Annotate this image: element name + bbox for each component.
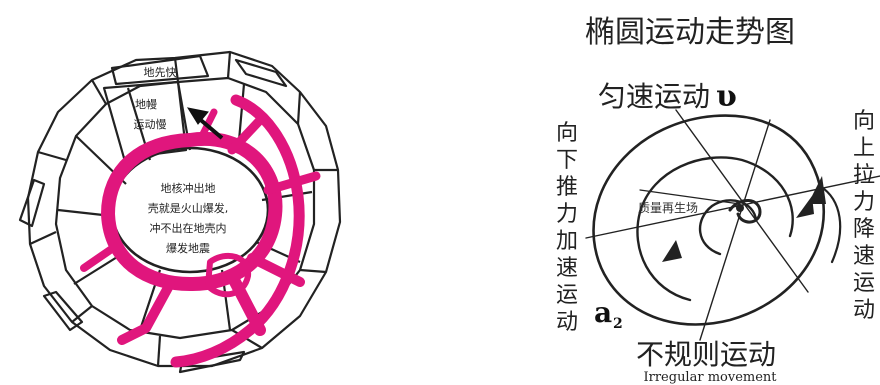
left-char: 力 (556, 202, 578, 227)
radial-divider (29, 231, 57, 245)
right-vertical-label: 向 上 拉 力 降 速 运 动 (853, 109, 875, 323)
axis-line (639, 189, 741, 205)
middle-spiral (636, 156, 794, 302)
magma-blob (205, 252, 252, 298)
left-vertical-label: 向 下 推 力 加 速 运 动 (556, 121, 578, 335)
left-char: 动 (556, 310, 578, 335)
axis-line (585, 175, 880, 239)
left-char: 下 (556, 148, 578, 173)
rim-fragment (42, 290, 84, 332)
right-char: 运 (853, 271, 875, 296)
core-text: 地核冲出地 壳就是火山爆发, 冲不出在地壳内 爆发地震 (148, 181, 229, 255)
center-label: 质量再生场 (638, 201, 698, 215)
core-line: 爆发地震 (166, 241, 210, 255)
right-char: 向 (853, 109, 875, 134)
right-char: 速 (853, 244, 875, 269)
axis-line (699, 119, 771, 341)
magma-branch (247, 253, 305, 287)
axis-line (675, 109, 809, 293)
arrowhead-icon (808, 176, 826, 204)
radial-divider (37, 150, 67, 162)
inner-divider (73, 253, 123, 285)
radial-divider (156, 335, 162, 367)
mantle-label-line2: 运动慢 (134, 118, 167, 131)
left-char: 速 (556, 256, 578, 281)
arrowhead-icon (796, 196, 814, 218)
rim-fragment (234, 58, 288, 88)
top-cell-label: 地先快 (144, 66, 177, 79)
center-dot (736, 204, 744, 212)
velocity-symbol: υ (716, 79, 737, 114)
diagram-title: 椭圆运动走势图 (585, 15, 795, 50)
right-hook (818, 184, 842, 264)
center-coil (728, 199, 762, 224)
right-char: 拉 (853, 163, 875, 188)
spiral-diagram (585, 109, 880, 341)
mantle-label-line1: 地幔 (135, 98, 157, 111)
magma-branch (117, 279, 175, 345)
accel-symbol: a (594, 296, 612, 329)
radial-divider (71, 305, 93, 323)
top-cell (110, 54, 210, 86)
mantle-cell (102, 80, 188, 160)
left-char: 向 (556, 121, 578, 146)
top-label: 匀速运动 (598, 80, 710, 113)
radial-divider (91, 79, 107, 105)
magma-branch (227, 113, 267, 155)
radial-divider (296, 91, 302, 125)
inner-spiral (698, 199, 758, 256)
magma-ring (101, 131, 283, 292)
magma-branch (263, 171, 321, 195)
radial-divider (226, 51, 232, 79)
magma-branch (80, 242, 120, 272)
left-char: 运 (556, 283, 578, 308)
core-line: 冲不出在地壳内 (150, 221, 227, 235)
magma-branch (226, 270, 266, 336)
arrowhead-icon (662, 240, 682, 262)
right-char: 上 (853, 136, 875, 161)
right-char: 动 (853, 298, 875, 323)
accel-subscript: 2 (613, 316, 623, 332)
radial-divider (299, 268, 327, 274)
right-char: 降 (853, 217, 875, 242)
arrow-icon (186, 107, 224, 140)
outer-spiral (592, 114, 825, 326)
bottom-label: 不规则运动 (636, 338, 776, 371)
core-line: 壳就是火山爆发, (148, 201, 229, 215)
bottom-label-english: Irregular movement (643, 370, 777, 385)
right-char: 力 (853, 190, 875, 215)
rim-fragment (18, 178, 46, 228)
magma-stream-upper (170, 94, 305, 368)
core-line: 地核冲出地 (161, 181, 216, 195)
left-char: 加 (556, 229, 578, 254)
left-char: 推 (556, 175, 578, 200)
